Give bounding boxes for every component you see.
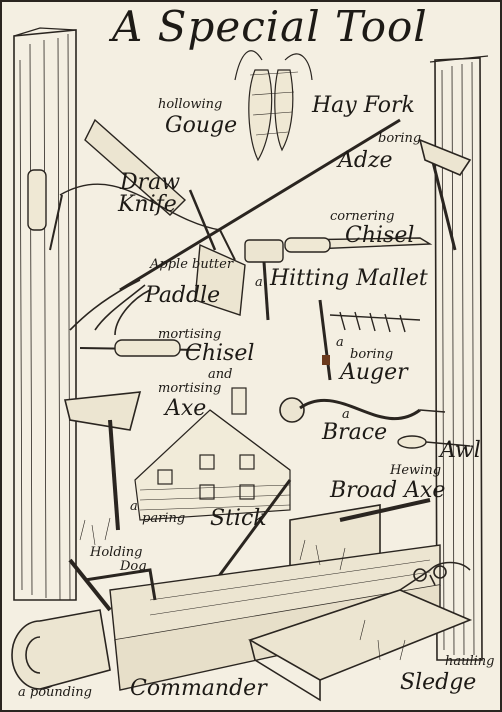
label-chisel-2: Chisel bbox=[185, 341, 255, 366]
label-cornering: cornering bbox=[330, 209, 395, 224]
mallet-tool bbox=[244, 239, 284, 321]
label-sledge: Sledge bbox=[400, 670, 477, 695]
hay-fork-tool bbox=[69, 118, 401, 336]
mortising-chisel-tool bbox=[79, 339, 201, 357]
label-boring-2: boring bbox=[350, 347, 394, 362]
label-boring-small: boring bbox=[378, 131, 422, 146]
draw-knife-tool bbox=[49, 183, 236, 261]
left-post bbox=[13, 27, 77, 601]
label-a-pounding: a pounding bbox=[18, 685, 92, 700]
label-mortising-1: mortising bbox=[158, 327, 222, 342]
sledge-tool bbox=[248, 561, 473, 702]
label-paring: paring bbox=[142, 511, 186, 526]
auger-tool bbox=[318, 299, 421, 381]
page-title: A Special Tool bbox=[112, 2, 428, 51]
label-dog: Dog bbox=[120, 559, 147, 574]
label-auger: Auger bbox=[340, 360, 408, 385]
label-axe: Axe bbox=[165, 396, 207, 421]
label-broad-axe: Broad Axe bbox=[330, 478, 446, 503]
label-hitting-mallet: Hitting Mallet bbox=[270, 266, 428, 291]
label-hollowing: hollowing bbox=[158, 97, 223, 112]
grass-strokes bbox=[79, 517, 406, 661]
label-and: and bbox=[208, 367, 233, 382]
house-drawing bbox=[134, 387, 291, 521]
label-chisel-1: Chisel bbox=[345, 223, 415, 248]
label-hay-fork: Hay Fork bbox=[312, 93, 415, 118]
label-holding: Holding bbox=[90, 545, 143, 560]
label-hauling: hauling bbox=[445, 654, 495, 669]
label-a-4: a bbox=[130, 499, 138, 514]
corn-ears bbox=[234, 50, 313, 162]
label-apple-butter: Apple butter bbox=[150, 257, 234, 272]
label-knife: Knife bbox=[118, 192, 177, 217]
gouge-tool bbox=[27, 118, 187, 231]
label-awl: Awl bbox=[440, 438, 481, 463]
label-a-1: a bbox=[255, 275, 263, 290]
adze-tool bbox=[418, 138, 472, 251]
label-brace: Brace bbox=[322, 420, 388, 445]
label-gouge: Gouge bbox=[165, 113, 238, 138]
label-stick: Stick bbox=[210, 506, 267, 531]
label-hewing: Hewing bbox=[390, 463, 442, 478]
label-mortising-2: mortising bbox=[158, 381, 222, 396]
brace-tool bbox=[279, 397, 446, 423]
label-adze: Adze bbox=[338, 148, 393, 173]
label-a-3: a bbox=[342, 407, 350, 422]
label-a-2: a bbox=[336, 335, 344, 350]
right-post bbox=[429, 55, 489, 661]
mortising-axe-tool bbox=[64, 391, 142, 531]
holding-dog-tool bbox=[84, 568, 157, 601]
awl-tool bbox=[397, 435, 471, 449]
cornering-chisel-tool bbox=[284, 237, 433, 253]
commander-mallet bbox=[11, 558, 112, 690]
paddle-tool bbox=[188, 189, 246, 316]
label-draw: Draw bbox=[120, 170, 181, 195]
label-commander: Commander bbox=[130, 676, 267, 701]
label-paddle: Paddle bbox=[145, 283, 221, 308]
